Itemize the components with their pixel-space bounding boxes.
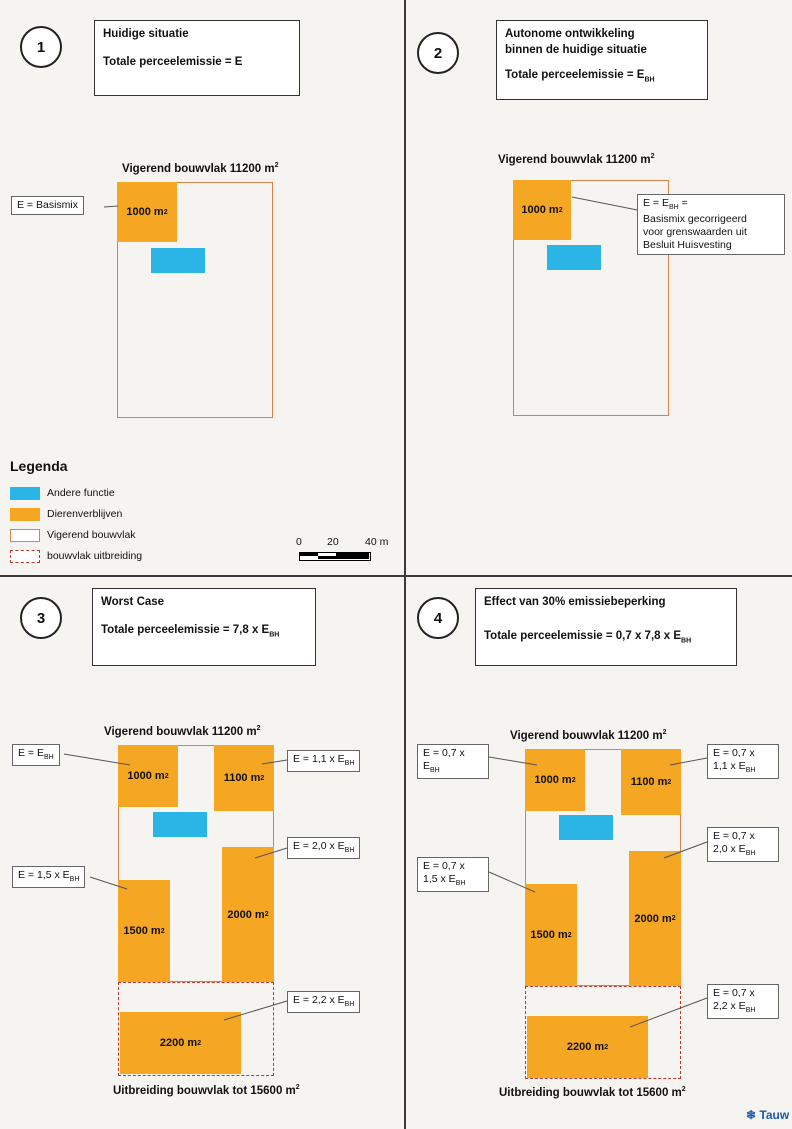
panel-2-callout-corrected: E = EBH = Basismix gecorrigeerd voor gre… xyxy=(637,194,785,256)
panel-1-title: Huidige situatie xyxy=(103,28,189,40)
legend-label-other: Andere functie xyxy=(47,487,115,499)
panel-3-number: 3 xyxy=(20,597,62,639)
panel-4-expansion-plot xyxy=(525,986,681,1079)
panel-4-title-box: Effect van 30% emissiebeperking Totale p… xyxy=(475,588,737,666)
panel-1-plot-label: Vigerend bouwvlak 11200 m2 xyxy=(122,162,279,175)
panel-3-callout-2000: E = 2,0 x EBH xyxy=(287,837,361,859)
panel-3-other-function xyxy=(153,812,207,837)
panel-3-callout-1500: E = 1,5 x EBH xyxy=(12,866,86,888)
legend-swatch-expansion xyxy=(10,550,40,563)
panel-divider-horizontal xyxy=(0,575,792,577)
panel-2-building-plot xyxy=(513,180,669,416)
panel-2-title-line2: binnen de huidige situatie xyxy=(505,43,647,56)
panel-4-title: Effect van 30% emissiebeperking xyxy=(484,596,666,608)
panel-1-building-plot xyxy=(117,182,273,418)
panel-3-expansion-plot xyxy=(118,982,274,1076)
panel-3-title-box: Worst Case Totale perceelemissie = 7,8 x… xyxy=(92,588,316,666)
panel-3-title: Worst Case xyxy=(101,596,165,608)
panel-divider-vertical xyxy=(404,0,406,1129)
panel-3-expansion-label: Uitbreiding bouwvlak tot 15600 m2 xyxy=(113,1084,300,1097)
panel-2-other-function xyxy=(547,245,601,270)
legend-swatch-other xyxy=(10,487,40,500)
legend-title: Legenda xyxy=(10,458,68,474)
legend-label-expansion: bouwvlak uitbreiding xyxy=(47,550,143,562)
tauw-logo: ❄ Tauw xyxy=(746,1108,790,1122)
panel-1-number: 1 xyxy=(20,26,62,68)
panel-1-other-function xyxy=(151,248,205,273)
panel-4-plot-label: Vigerend bouwvlak 11200 m2 xyxy=(510,729,667,742)
panel-2-title-line1: Autonome ontwikkeling xyxy=(505,28,635,40)
panel-4-other-function xyxy=(559,815,613,840)
panel-1-title-box: Huidige situatie Totale perceelemissie =… xyxy=(94,20,300,96)
panel-3-callout-1000: E = EBH xyxy=(12,744,60,766)
panel-4-emission: Totale perceelemissie = 0,7 x 7,8 x EBH xyxy=(484,629,692,644)
legend-swatch-plot xyxy=(10,529,40,542)
scale-tick-20: 20 xyxy=(327,536,339,548)
snowflake-icon: ❄ xyxy=(746,1108,757,1122)
panel-3-callout-1100: E = 1,1 x EBH xyxy=(287,750,361,772)
panel-2-number: 2 xyxy=(417,32,459,74)
panel-1-emission: Totale perceelemissie = E xyxy=(103,55,243,68)
panel-3-plot-label: Vigerend bouwvlak 11200 m2 xyxy=(104,725,261,738)
scale-bar xyxy=(299,552,371,561)
panel-2-plot-label: Vigerend bouwvlak 11200 m2 xyxy=(498,153,655,166)
panel-4-number: 4 xyxy=(417,597,459,639)
panel-1-callout-basismix: E = Basismix xyxy=(11,196,84,216)
panel-3-callout-2200: E = 2,2 x EBH xyxy=(287,991,361,1013)
scale-tick-0: 0 xyxy=(296,536,302,548)
panel-2-title-box: Autonome ontwikkeling binnen de huidige … xyxy=(496,20,708,100)
legend-label-plot: Vigerend bouwvlak xyxy=(47,529,136,541)
panel-2-emission: Totale perceelemissie = EBH xyxy=(505,69,655,84)
scale-tick-40: 40 m xyxy=(365,536,389,548)
legend-swatch-barns xyxy=(10,508,40,521)
panel-3-emission: Totale perceelemissie = 7,8 x EBH xyxy=(101,623,280,638)
legend-label-barns: Dierenverblijven xyxy=(47,508,123,520)
panel-4-expansion-label: Uitbreiding bouwvlak tot 15600 m2 xyxy=(499,1086,686,1099)
